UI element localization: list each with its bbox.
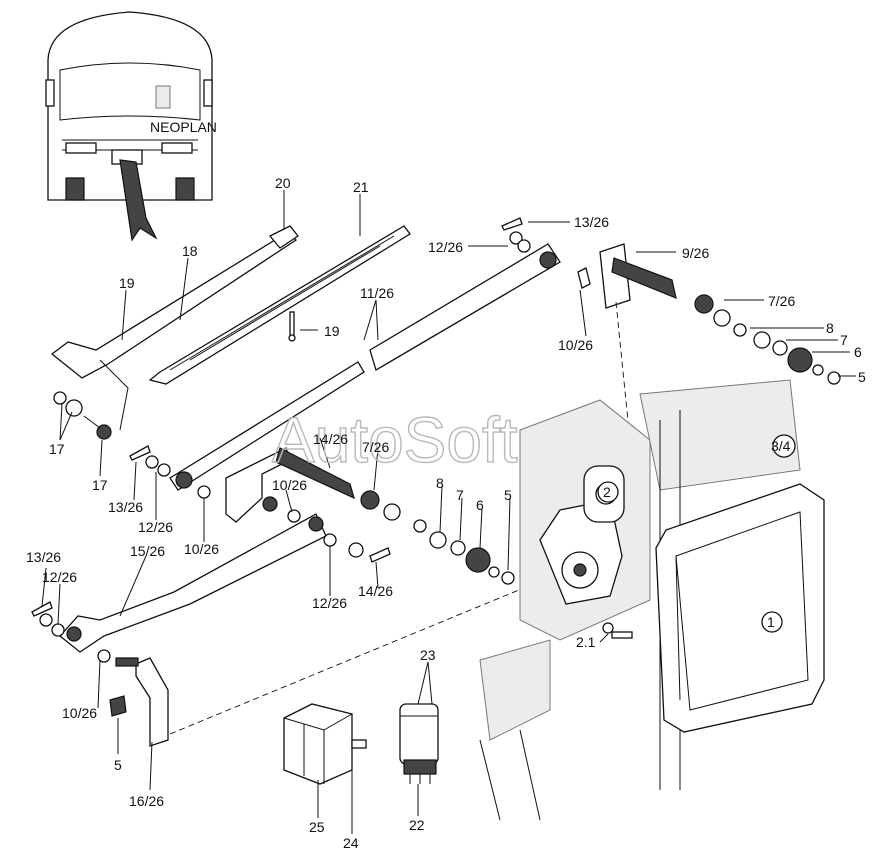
bracket-14-26 <box>225 447 515 585</box>
wiper-arm-18 <box>50 225 299 431</box>
parts-13-12-left <box>129 445 211 499</box>
circle-3-4 <box>772 434 796 458</box>
label-23: 23 <box>420 647 436 663</box>
leader-lines <box>41 190 856 834</box>
label-12-26-top: 12/26 <box>428 239 463 255</box>
bus-badge-text: NEOPLAN <box>150 119 217 135</box>
circle-1 <box>761 611 783 633</box>
label-13-26-left: 13/26 <box>26 549 61 565</box>
label-17-left: 17 <box>49 441 65 457</box>
label-25: 25 <box>309 819 325 835</box>
shaft-parts-right <box>694 294 841 385</box>
label-15-26: 15/26 <box>130 543 165 559</box>
label-5-right: 5 <box>858 369 866 385</box>
bolt-2-1 <box>602 622 633 639</box>
label-7-right: 7 <box>840 332 848 348</box>
label-17-mid: 17 <box>92 477 108 493</box>
label-11-26: 11/26 <box>360 285 394 301</box>
label-18: 18 <box>182 243 198 259</box>
relays-24-25 <box>283 703 367 785</box>
label-7-26-right: 7/26 <box>768 293 795 309</box>
label-14-26-top: 14/26 <box>313 431 348 447</box>
small-parts-top <box>501 217 591 289</box>
label-5-low: 5 <box>114 757 122 773</box>
label-5-mid: 5 <box>504 487 512 503</box>
label-7-mid: 7 <box>456 487 464 503</box>
bus-front-view: NEOPLAN <box>45 11 217 242</box>
bracket-9-26 <box>599 243 677 309</box>
parts-17-left <box>53 391 112 440</box>
label-16-26: 16/26 <box>129 793 164 809</box>
relay-22-23 <box>399 703 439 784</box>
label-14-26-low: 14/26 <box>358 583 393 599</box>
label-6-right: 6 <box>854 344 862 360</box>
cover-box-1 <box>655 483 825 733</box>
label-6-mid: 6 <box>476 497 484 513</box>
label-19-screw: 19 <box>324 323 340 339</box>
label-10-26-top: 10/26 <box>558 337 593 353</box>
label-8-right: 8 <box>826 320 834 336</box>
bracket-16-26 <box>97 649 169 747</box>
label-10-26-bracket: 10/26 <box>272 477 307 493</box>
label-10-26-mid: 10/26 <box>184 541 219 557</box>
link-15-26 <box>31 513 391 653</box>
label-3-4: 3/4 <box>771 438 791 454</box>
label-19-top: 19 <box>119 275 135 291</box>
label-22: 22 <box>409 817 425 833</box>
label-12-26-low: 12/26 <box>312 595 347 611</box>
label-13-26-mid: 13/26 <box>108 499 143 515</box>
label-24: 24 <box>343 835 359 851</box>
wiper-blade-21 <box>148 225 411 385</box>
label-9-26: 9/26 <box>682 245 709 261</box>
watermark-text: AutoSoft <box>272 404 518 476</box>
label-10-26-low: 10/26 <box>62 705 97 721</box>
linkage-rod-11-26 <box>169 243 561 491</box>
label-20: 20 <box>275 175 291 191</box>
label-12-26-mid: 12/26 <box>138 519 173 535</box>
label-8-mid: 8 <box>436 475 444 491</box>
label-12-26-left: 12/26 <box>42 569 77 585</box>
label-13-26-top: 13/26 <box>574 214 609 230</box>
label-circle-1: 1 <box>767 614 775 630</box>
screw-19 <box>288 311 296 342</box>
label-circle-2: 2 <box>603 484 611 500</box>
label-21: 21 <box>353 179 369 195</box>
label-7-26-mid: 7/26 <box>362 439 389 455</box>
circle-2 <box>597 481 619 503</box>
label-2-1: 2.1 <box>576 634 596 650</box>
